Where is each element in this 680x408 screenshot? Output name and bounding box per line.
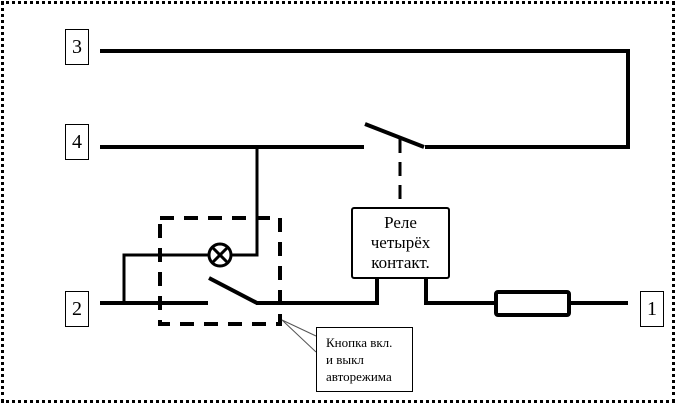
diagram-frame [1, 1, 675, 403]
wire-relay-fuse [424, 279, 497, 305]
wire-switch-relay [256, 279, 379, 305]
terminal-label: 2 [72, 297, 82, 320]
fuse-icon [494, 290, 571, 317]
relay-label-line-1: Реле [384, 213, 417, 232]
wire-3 [100, 49, 630, 149]
relay-label-line-2: четырёх [370, 233, 431, 252]
terminal-label: 3 [72, 35, 82, 58]
terminal-2: 2 [65, 291, 89, 327]
lamp-icon [207, 242, 233, 268]
relay-label-line-3: контакт. [371, 253, 430, 272]
relay-box: Реле четырёх контакт. [351, 207, 450, 279]
wire-lamp-left [122, 253, 208, 303]
callout-box: Кнопка вкл. и выкл авторежима [316, 327, 413, 392]
callout-line-3: авторежима [326, 369, 392, 384]
terminal-label: 4 [72, 130, 82, 153]
callout-pointer [281, 319, 317, 353]
terminal-4: 4 [65, 124, 89, 160]
button-enclosure-dashed [158, 216, 282, 326]
relay-contact [364, 122, 425, 149]
callout-line-1: Кнопка вкл. [326, 335, 393, 350]
wire-lamp-feed [232, 147, 259, 257]
terminal-3: 3 [65, 29, 89, 65]
callout-line-2: и выкл [326, 352, 364, 367]
terminal-label: 1 [647, 297, 657, 320]
button-switch-blade [208, 276, 258, 305]
terminal-1: 1 [640, 291, 664, 327]
